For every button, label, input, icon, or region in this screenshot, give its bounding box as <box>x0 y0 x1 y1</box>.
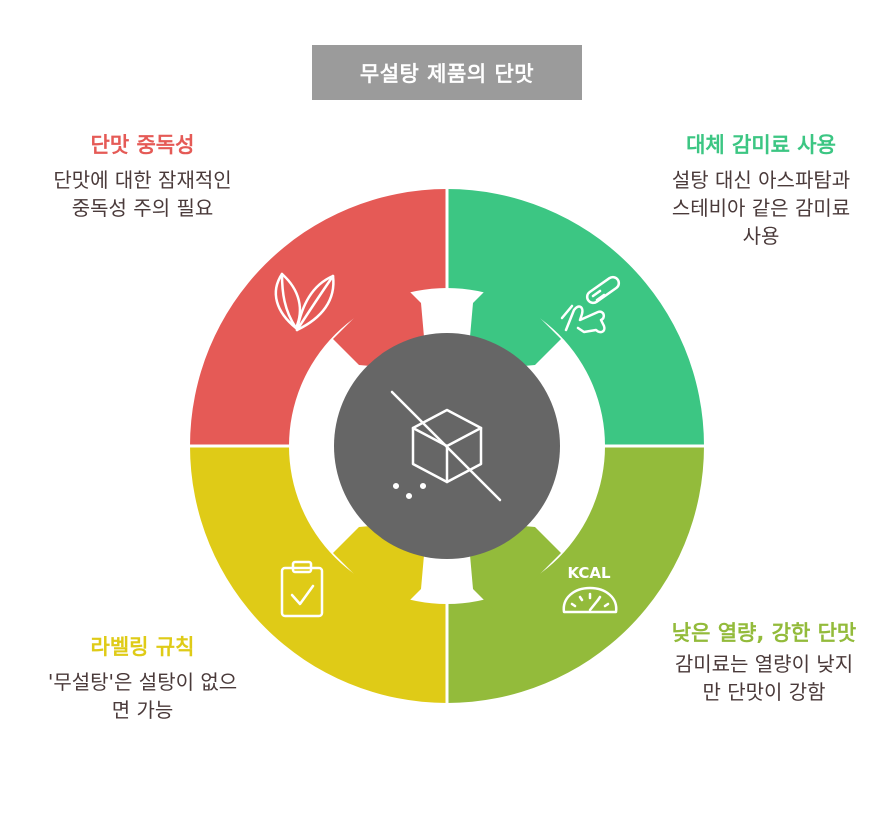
no-sugar-cube-icon <box>390 390 502 502</box>
desc-labeling: '무설탕'은 설탕이 없으면 가능 <box>47 670 238 722</box>
quadrant-labeling: 라벨링 규칙 '무설탕'은 설탕이 없으면 가능 <box>20 634 265 724</box>
calorie-scale-icon: KCAL <box>562 564 618 614</box>
heading-low-calorie: 낮은 열량, 강한 단맛 <box>671 621 857 645</box>
desc-sweeteners: 설탕 대신 아스파탐과 스테비아 같은 감미료 사용 <box>671 168 851 248</box>
sector-sweeteners <box>447 189 704 446</box>
sector-labeling <box>190 446 447 703</box>
quadrant-addiction: 단맛 중독성 단맛에 대한 잠재적인 중독성 주의 필요 <box>20 132 265 222</box>
heading-addiction: 단맛 중독성 <box>90 133 195 157</box>
page-title: 무설탕 제품의 단맛 <box>359 61 535 86</box>
thermometer-hand-icon <box>560 275 621 334</box>
leaf-icon <box>274 272 335 332</box>
heading-sweeteners: 대체 감미료 사용 <box>686 133 836 157</box>
quadrant-low-calorie: 낮은 열량, 강한 단맛 감미료는 열량이 낮지만 단맛이 강함 <box>654 620 874 706</box>
sector-low-calorie <box>447 446 704 703</box>
desc-low-calorie: 감미료는 열량이 낮지만 단맛이 강함 <box>674 652 854 704</box>
desc-addiction: 단맛에 대한 잠재적인 중독성 주의 필요 <box>53 168 232 220</box>
quadrant-sweeteners: 대체 감미료 사용 설탕 대신 아스파탐과 스테비아 같은 감미료 사용 <box>646 132 876 250</box>
title-box: 무설탕 제품의 단맛 <box>312 45 582 100</box>
clipboard-check-icon <box>280 560 324 618</box>
svg-text:KCAL: KCAL <box>567 564 611 582</box>
heading-labeling: 라벨링 규칙 <box>90 635 195 659</box>
